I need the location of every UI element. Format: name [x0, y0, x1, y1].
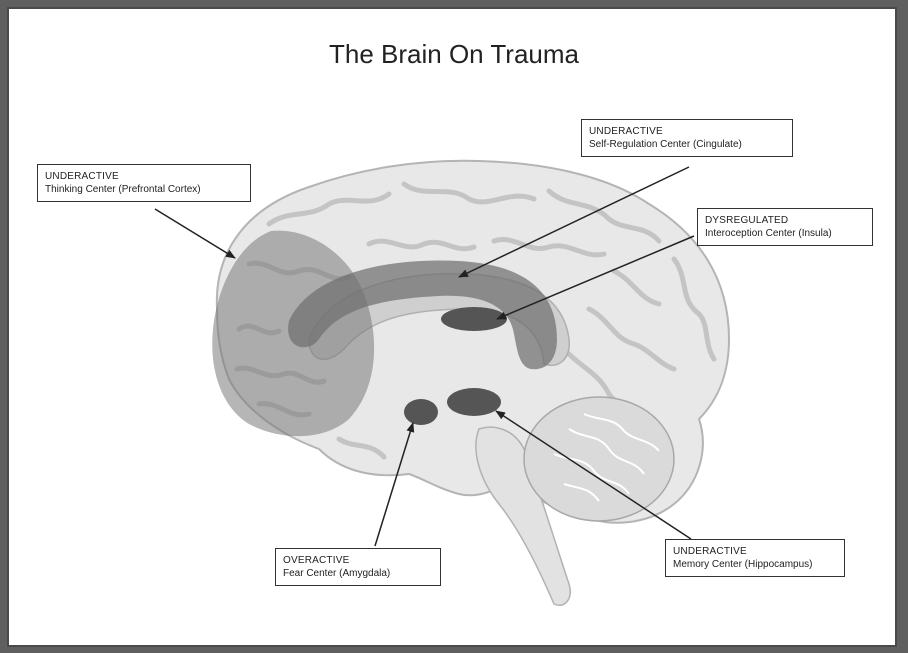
callout-hippocampus: UNDERACTIVE Memory Center (Hippocampus) [665, 539, 845, 577]
label-hippocampus: Memory Center (Hippocampus) [673, 558, 837, 571]
callout-amygdala: OVERACTIVE Fear Center (Amygdala) [275, 548, 441, 586]
arrow-prefrontal [155, 209, 235, 258]
label-prefrontal: Thinking Center (Prefrontal Cortex) [45, 183, 243, 196]
status-insula: DYSREGULATED [705, 214, 865, 227]
callout-prefrontal: UNDERACTIVE Thinking Center (Prefrontal … [37, 164, 251, 202]
status-hippocampus: UNDERACTIVE [673, 545, 837, 558]
status-amygdala: OVERACTIVE [283, 554, 433, 567]
diagram-frame: The Brain On Trauma [7, 7, 897, 647]
cerebellum [524, 397, 674, 521]
label-cingulate: Self-Regulation Center (Cingulate) [589, 138, 785, 151]
callout-cingulate: UNDERACTIVE Self-Regulation Center (Cing… [581, 119, 793, 157]
status-cingulate: UNDERACTIVE [589, 125, 785, 138]
hippocampus-region [447, 388, 501, 416]
status-prefrontal: UNDERACTIVE [45, 170, 243, 183]
callout-insula: DYSREGULATED Interoception Center (Insul… [697, 208, 873, 246]
label-insula: Interoception Center (Insula) [705, 227, 865, 240]
label-amygdala: Fear Center (Amygdala) [283, 567, 433, 580]
amygdala-region [404, 399, 438, 425]
